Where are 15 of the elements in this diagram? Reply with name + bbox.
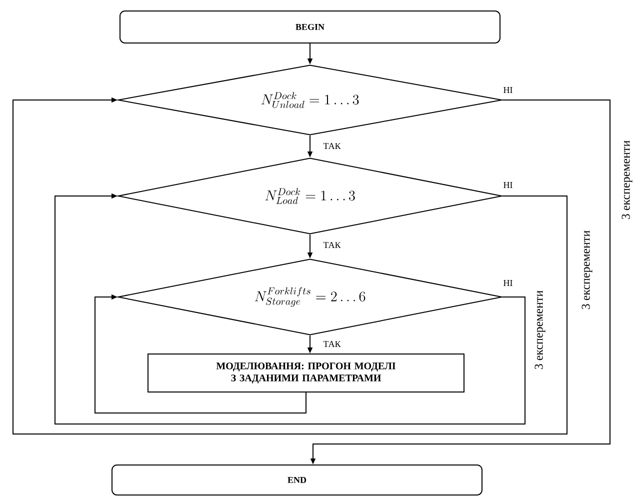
arrow xyxy=(12,97,568,434)
edge-label: ТАК xyxy=(322,241,342,249)
edge-label: ТАК xyxy=(322,142,342,150)
terminal-box: END xyxy=(112,464,482,496)
edge-label: НІ xyxy=(502,86,514,94)
edge-label: ТАК xyxy=(322,340,342,348)
experiment-note: 3 експеременти xyxy=(534,290,546,370)
process-box: МОДЕЛЮВАННЯ: ПРОГОН МОДЕЛІ З ЗАДАНИМИ ПАРАМЕТРАМИ xyxy=(148,354,464,392)
arrow xyxy=(94,294,306,414)
experiment-note: 3 експеременти xyxy=(622,140,632,220)
edge-label: НІ xyxy=(502,279,514,287)
terminal-box: BEGIN xyxy=(120,10,500,44)
experiment-note: 3 експеременти xyxy=(582,230,592,310)
arrow xyxy=(54,193,526,424)
edge-label: НІ xyxy=(502,181,514,189)
